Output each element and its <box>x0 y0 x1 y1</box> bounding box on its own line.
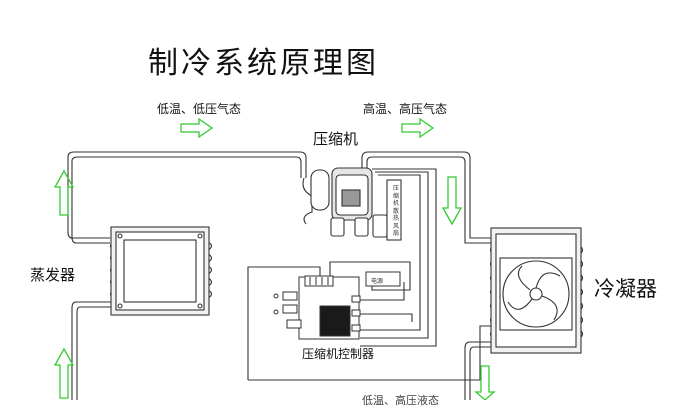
compressor-controller-label: 压缩机控制器 <box>302 347 375 361</box>
fan-icon <box>507 265 561 321</box>
flow-arrow-icon <box>401 117 435 139</box>
flow-arrow-icon <box>441 176 463 226</box>
controller-board <box>273 271 401 340</box>
evaporator-label: 蒸发器 <box>30 266 76 284</box>
flow-arrow-icon <box>180 117 214 139</box>
page-title: 制冷系统原理图 <box>148 46 379 81</box>
pipe-lines <box>67 151 496 400</box>
chip-icon <box>319 305 351 337</box>
compressor-icon <box>302 167 402 241</box>
flow-arrow-icon <box>53 347 75 399</box>
condenser-unit <box>489 227 584 354</box>
bottom-partial-label: 低温、高压液态 <box>362 394 439 407</box>
flow-arrow-icon <box>474 365 496 400</box>
low-temp-low-pressure-label: 低温、低压气态 <box>157 102 242 116</box>
controller-tag-label: 电源 <box>371 278 384 285</box>
compressor-label: 压缩机 <box>313 130 359 148</box>
condenser-label: 冷凝器 <box>594 277 657 301</box>
evaporator-unit <box>109 226 213 316</box>
high-temp-high-pressure-label: 高温、高压气态 <box>363 102 448 116</box>
flow-arrows <box>53 117 496 400</box>
flow-arrow-icon <box>53 169 75 216</box>
vertical-note-label: 压缩机散热风扇 <box>392 185 399 237</box>
